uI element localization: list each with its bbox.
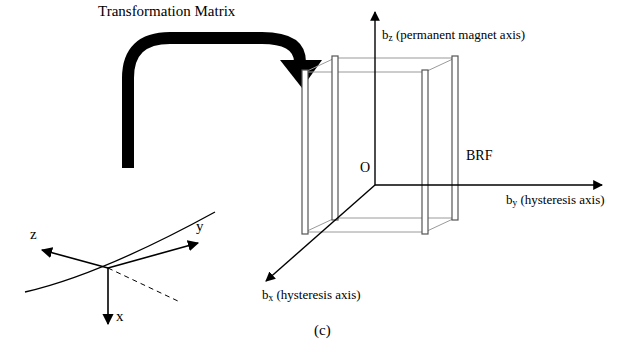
bx-axis [266, 185, 375, 281]
transform-arrowhead [280, 60, 322, 88]
orbit-curve [25, 212, 215, 292]
label-text: (permanent magnet axis) [396, 27, 525, 42]
label-text: x [116, 308, 124, 324]
z-axis [42, 250, 108, 268]
label-text: b [506, 192, 513, 207]
axis-subscript: x [269, 293, 274, 303]
cubesat [305, 58, 455, 232]
axis-label: z [30, 226, 37, 243]
y-axis [108, 243, 198, 268]
label-text: y [196, 218, 204, 234]
transform-label: Transformation Matrix [98, 3, 235, 20]
label-text: z [30, 226, 37, 242]
label-text: O [360, 160, 370, 175]
origin-label: O [358, 160, 372, 175]
transform-arrow [128, 38, 300, 168]
axis-subscript: y [513, 198, 518, 208]
bz-axis [374, 12, 375, 185]
axis-subscript: z [389, 33, 393, 43]
frame-label: BRF [466, 148, 492, 163]
axis-label: by (hysteresis axis) [506, 193, 605, 209]
label-text: BRF [466, 148, 492, 163]
label-text: Transformation Matrix [98, 3, 235, 19]
axis-label: bz (permanent magnet axis) [380, 28, 527, 44]
by-axis [375, 184, 602, 185]
dashed-line [108, 268, 180, 302]
axis-label: y [196, 218, 204, 235]
caption: (c) [314, 322, 331, 339]
label-text: b [262, 287, 269, 302]
x-axis [107, 268, 109, 324]
label-text: b [382, 27, 389, 42]
axis-label: x [116, 308, 124, 325]
label-text: (hysteresis axis) [520, 192, 604, 207]
label-text: (hysteresis axis) [276, 287, 360, 302]
cubesat-rails [302, 56, 458, 234]
axis-label: bx (hysteresis axis) [262, 288, 361, 304]
